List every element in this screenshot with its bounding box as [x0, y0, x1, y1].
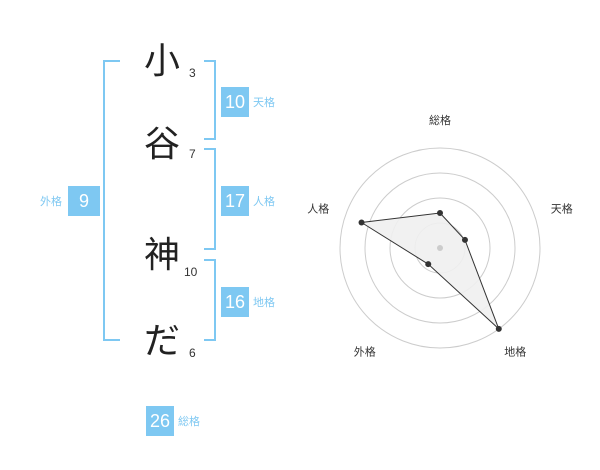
radar-axis-label: 外格: [354, 345, 376, 359]
radar-axis-label: 総格: [429, 113, 451, 127]
radar-data-point: [461, 236, 468, 243]
chikaku-badge: 16 地格: [221, 287, 275, 317]
name-char-4: だ: [144, 321, 181, 362]
gaikaku-badge: 外格 9: [40, 186, 100, 216]
radar-grid-ring: [364, 172, 516, 324]
name-char-1: 小: [144, 41, 181, 82]
radar-data-point: [437, 210, 443, 216]
soukaku-value: 26: [146, 406, 175, 436]
radar-center-dot: [437, 245, 443, 251]
gaikaku-value: 9: [68, 186, 100, 216]
tenkaku-badge: 10 天格: [221, 87, 275, 117]
radar-axis-label: 地格: [504, 345, 526, 359]
radar-axis-label: 人格: [307, 201, 329, 215]
soukaku-badge: 26 総格: [146, 406, 200, 436]
stroke-count-2: 7: [189, 147, 196, 161]
stroke-count-3: 10: [184, 265, 198, 279]
chikaku-label: 地格: [253, 296, 276, 309]
tenkaku-label: 天格: [253, 96, 276, 109]
stroke-count-4: 6: [189, 346, 196, 360]
jinkaku-label: 人格: [253, 195, 276, 208]
gaikaku-label: 外格: [40, 195, 62, 208]
radar-axis-label: 天格: [551, 201, 573, 215]
name-char-2: 谷: [144, 124, 181, 165]
radar-grid-ring: [339, 147, 541, 349]
chikaku-bracket: [204, 259, 216, 341]
gaikaku-bracket: [103, 60, 120, 341]
radar-grid-ring: [389, 197, 491, 299]
radar-data-point: [495, 325, 502, 332]
soukaku-label: 総格: [178, 415, 201, 428]
chikaku-value: 16: [221, 287, 250, 317]
jinkaku-bracket: [204, 148, 216, 250]
jinkaku-badge: 17 人格: [221, 186, 275, 216]
name-char-3: 神: [144, 235, 181, 276]
radar-data-point: [425, 261, 432, 268]
tenkaku-value: 10: [221, 87, 250, 117]
stroke-count-1: 3: [189, 66, 196, 80]
tenkaku-bracket: [204, 60, 216, 140]
jinkaku-value: 17: [221, 186, 250, 216]
radar-data-point: [358, 219, 365, 226]
